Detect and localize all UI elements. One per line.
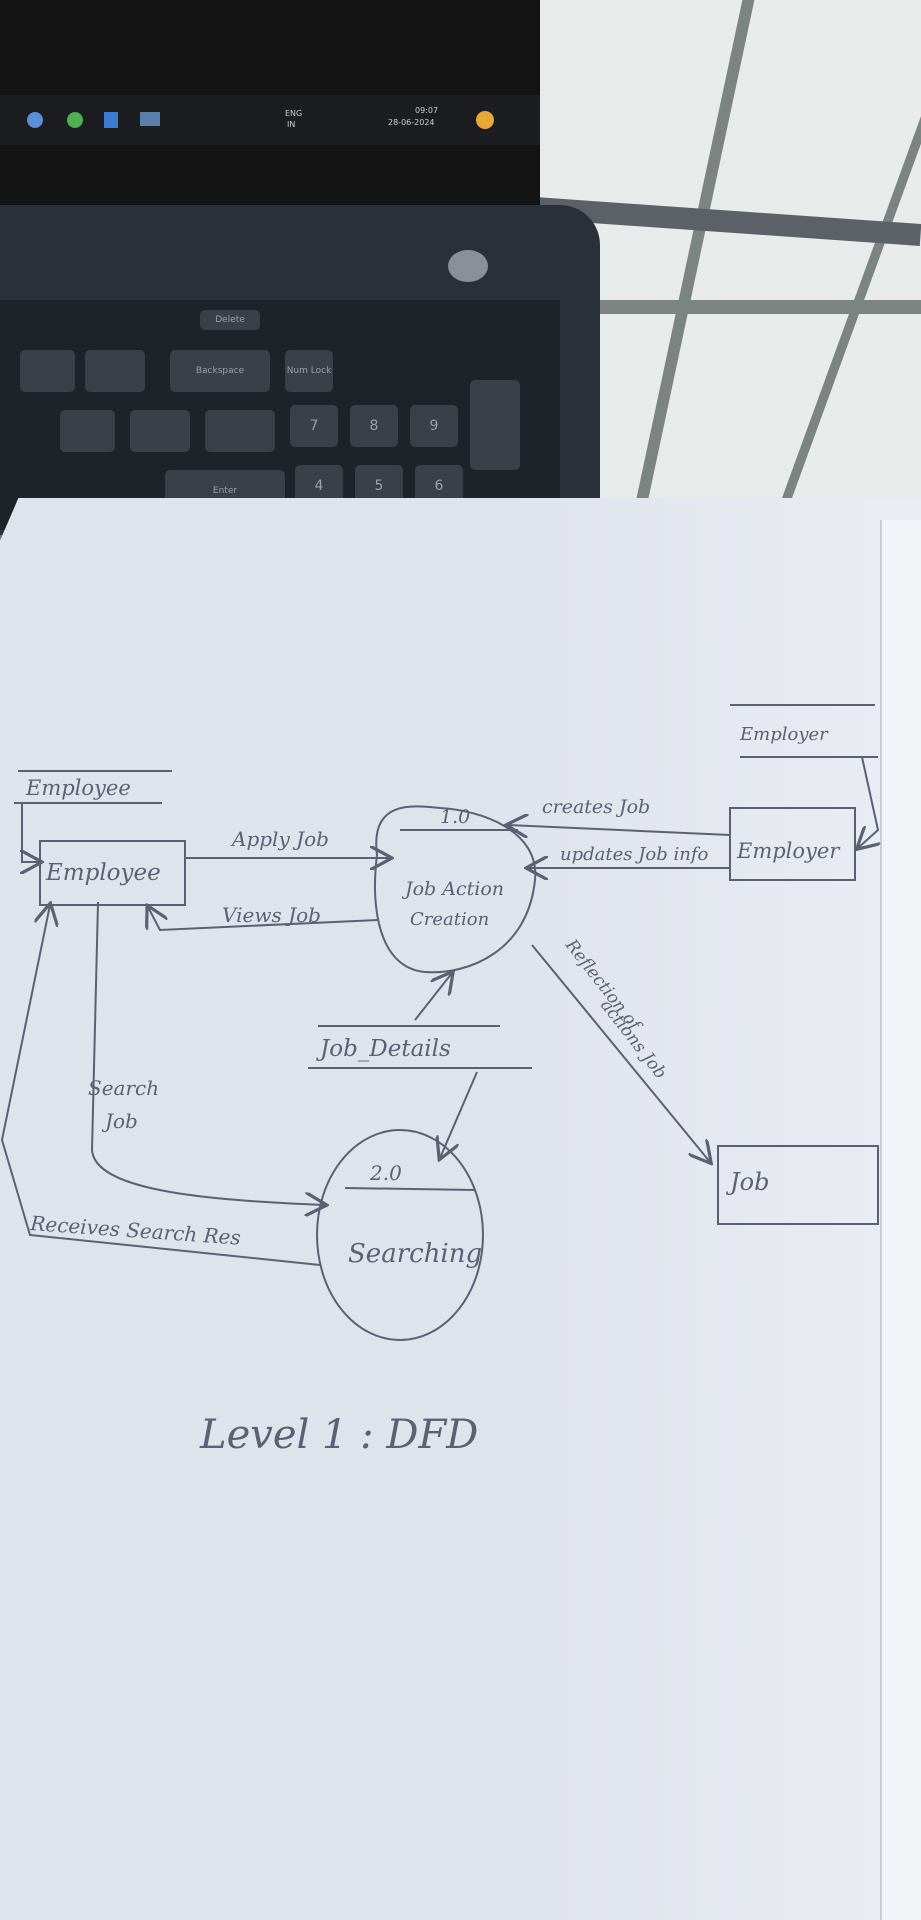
job-entity-label: Job [725, 1168, 769, 1196]
apply-job-label: Apply Job [230, 827, 329, 851]
creates-job-arrow [508, 825, 731, 835]
employer-entity-label: Employer [736, 839, 841, 863]
key[interactable]: 9 [410, 405, 458, 447]
search-job-arrow [90, 901, 325, 1205]
updates-job-label: updates Job info [560, 844, 709, 865]
taskbar: ENG IN 09:07 28-06-2024 [0, 95, 540, 145]
taskbar-region: IN [287, 120, 295, 129]
view-job-arrow [148, 907, 379, 932]
details-to-process1-arrow [414, 973, 452, 1021]
taskbar-date[interactable]: 28-06-2024 [388, 118, 435, 127]
reflection-arrow [531, 944, 710, 1162]
process-1-number: 1.0 [440, 806, 470, 828]
power-button[interactable] [448, 250, 488, 282]
taskbar-app-icon[interactable] [27, 112, 43, 128]
taskbar-app-icon[interactable] [104, 112, 118, 128]
employee-entity-box: Employee [39, 840, 186, 906]
employee-entity-label: Employee [45, 860, 161, 886]
notification-icon[interactable] [476, 111, 494, 129]
diagram-caption: Level 1 : DFD [199, 1412, 478, 1458]
key[interactable] [60, 410, 115, 452]
key[interactable] [205, 410, 275, 452]
job-details-label: Job_Details [316, 1036, 451, 1062]
employer-store: Employer [730, 704, 878, 758]
process-2-number: 2.0 [369, 1161, 402, 1185]
key[interactable]: Num Lock [285, 350, 333, 392]
search-job-label-1: Search [88, 1076, 159, 1100]
employer-store-label: Employer [739, 724, 829, 745]
taskbar-app-icon[interactable] [67, 112, 83, 128]
paper-sheet [0, 498, 921, 1920]
receive-search-arrow [0, 905, 321, 1266]
taskbar-language[interactable]: ENG [285, 109, 302, 118]
process-1-0: 1.0 Job Action Creation [374, 805, 537, 974]
employee-store-label: Employee [25, 776, 131, 800]
process-1-name-line1: Job Action [401, 878, 504, 900]
key[interactable] [85, 350, 145, 392]
taskbar-time[interactable]: 09:07 [415, 106, 438, 115]
receive-search-label: Receives Search Res [29, 1211, 242, 1250]
employer-store-arrow [858, 756, 878, 848]
key[interactable] [20, 350, 75, 392]
reflection-label-1: Reflection of [560, 935, 645, 1036]
key[interactable]: 7 [290, 405, 338, 447]
employee-store: Employee [14, 770, 172, 804]
process-2-name: Searching [348, 1239, 482, 1269]
job-details-store: Job_Details [308, 1025, 532, 1069]
key[interactable]: 8 [350, 405, 398, 447]
employee-store-arrow [22, 803, 40, 862]
view-job-label: Views Job [222, 903, 321, 927]
paper-sheen [500, 498, 921, 1920]
search-job-label-2: Job [101, 1109, 138, 1133]
details-to-process2-arrow [440, 1071, 478, 1158]
creates-job-label: creates Job [542, 796, 650, 818]
job-entity-box: Job [717, 1145, 879, 1225]
taskbar-app-icon[interactable] [140, 112, 160, 126]
key[interactable] [470, 380, 520, 470]
employer-entity-box: Employer [729, 807, 856, 881]
key[interactable]: Delete [200, 310, 260, 330]
key[interactable]: Backspace [170, 350, 270, 392]
paper-edge [880, 520, 921, 1920]
process-1-name-line2: Creation [410, 909, 489, 930]
key[interactable] [130, 410, 190, 452]
process-2-0: 2.0 Searching [316, 1129, 484, 1341]
